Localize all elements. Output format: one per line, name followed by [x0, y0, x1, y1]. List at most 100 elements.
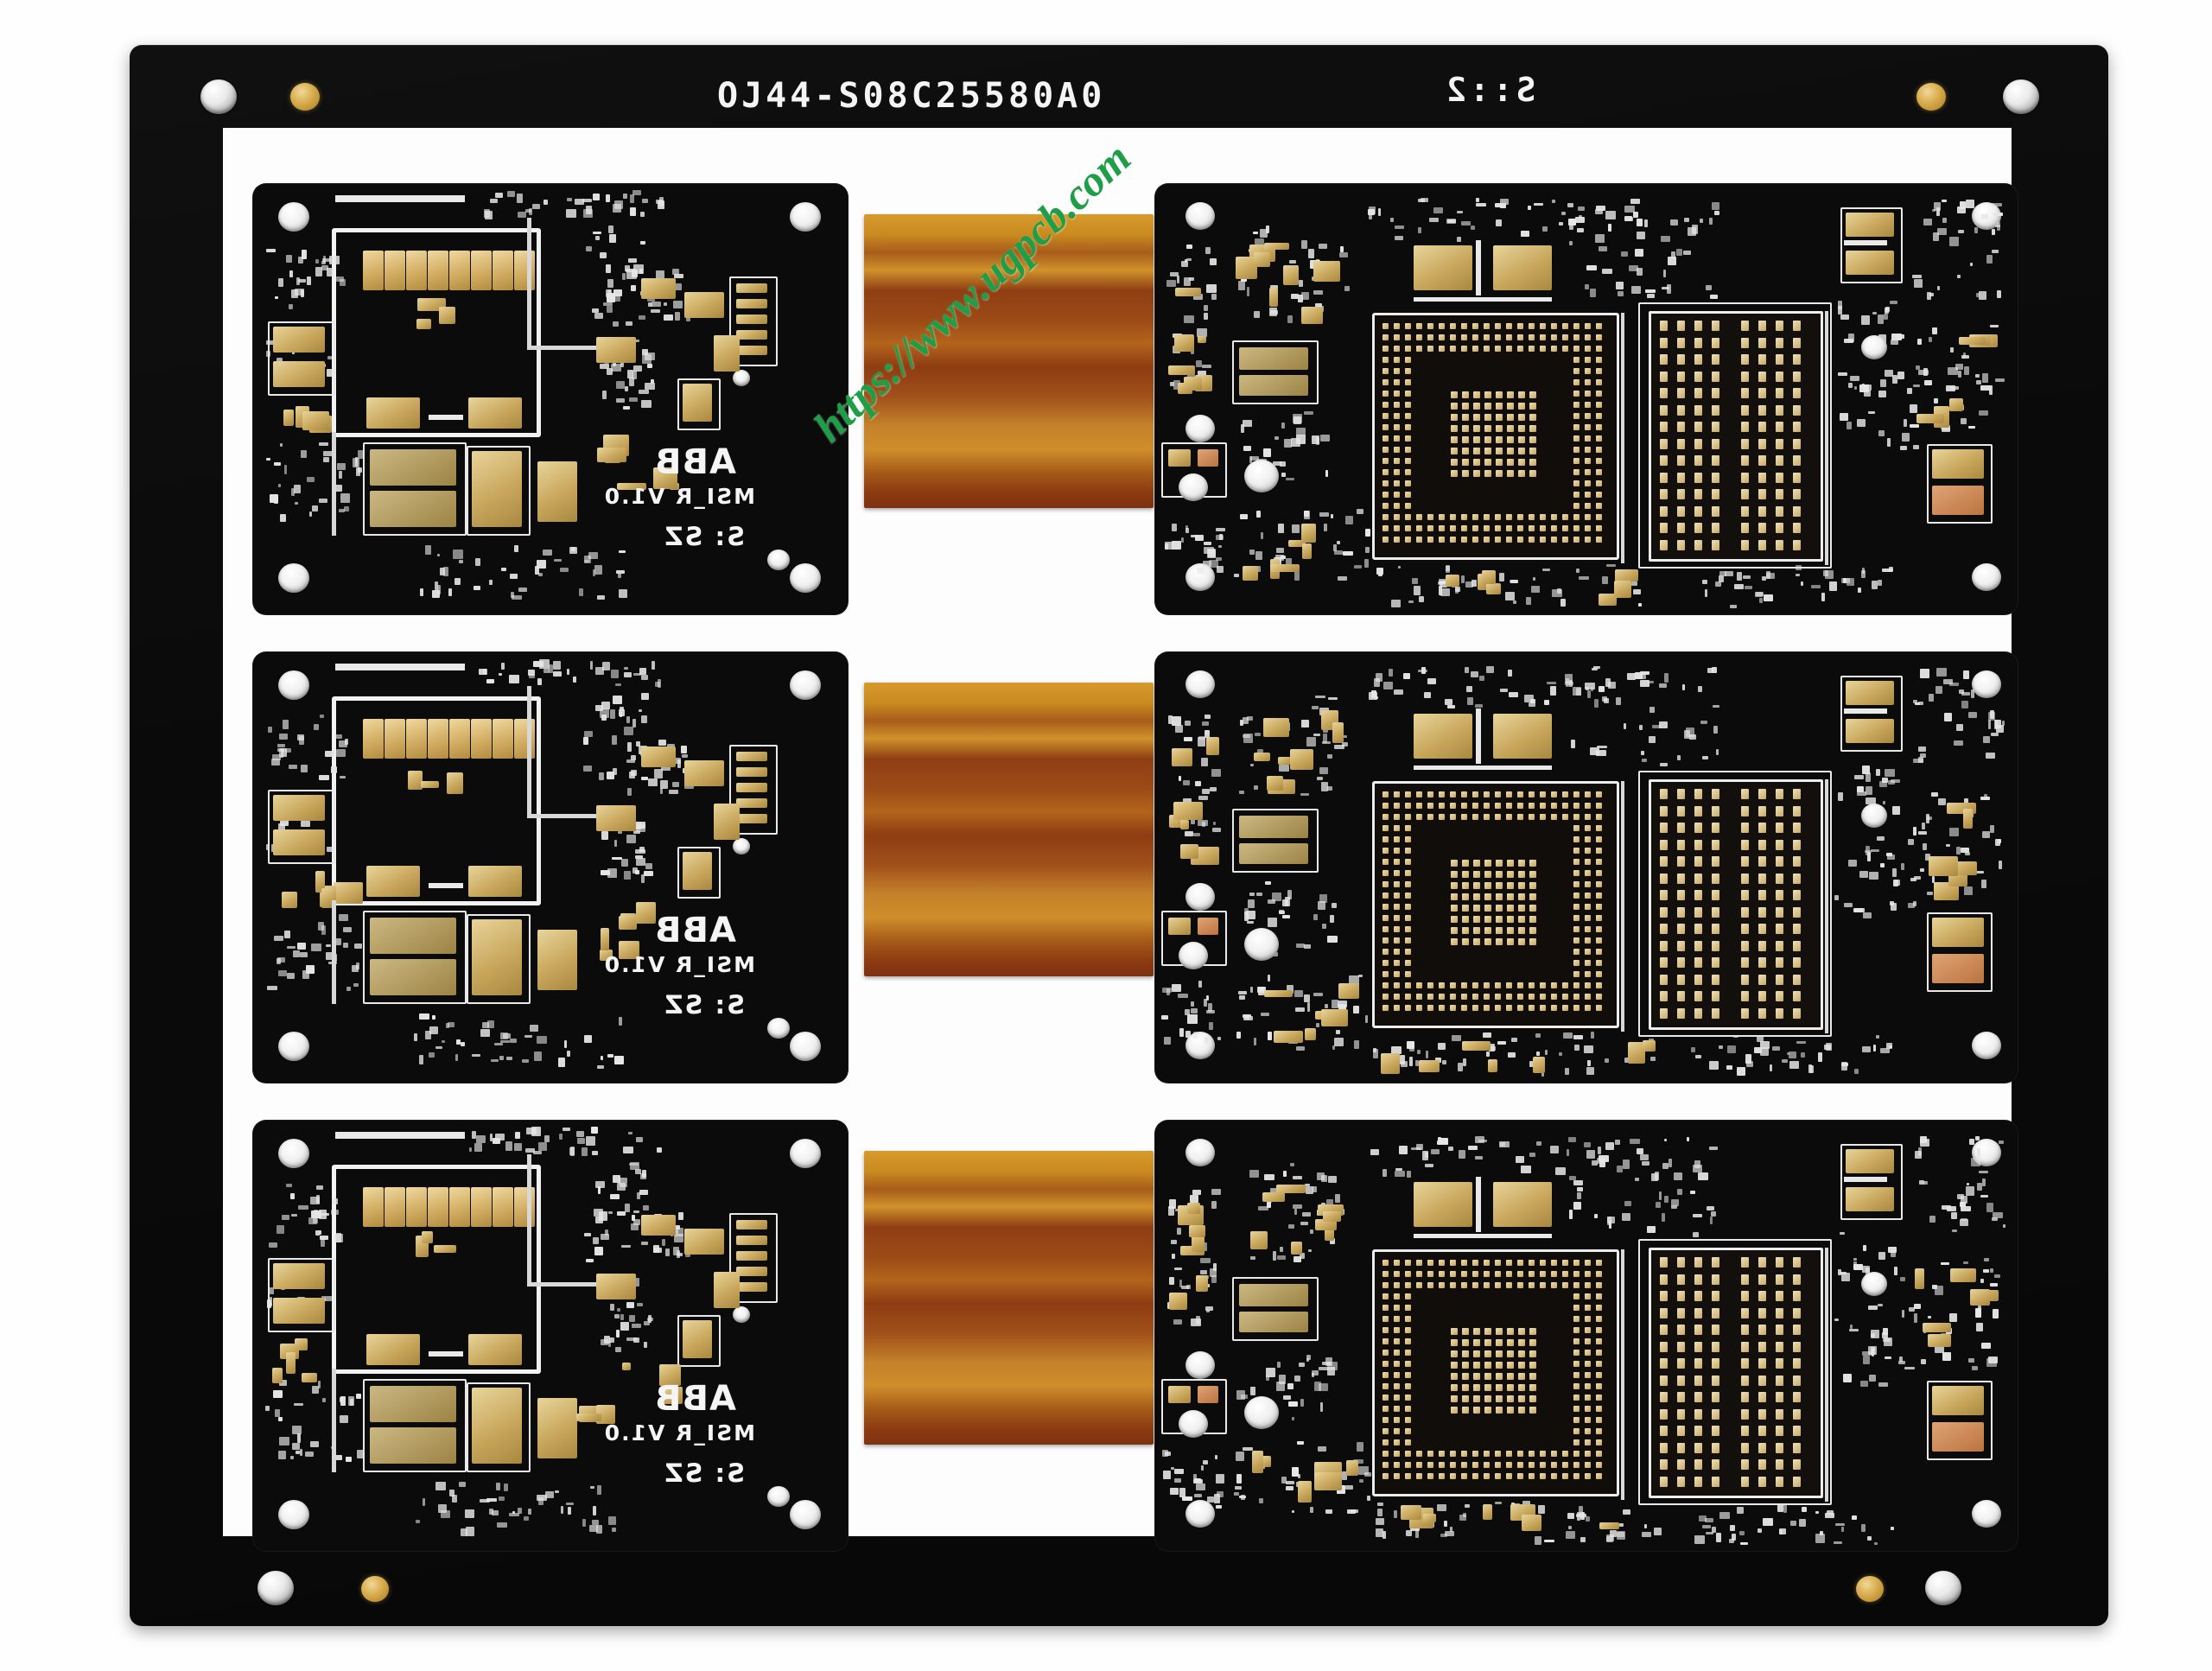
component-pad [1276, 1184, 1306, 1193]
bga-inner-pad [1473, 459, 1480, 466]
memory-pad [1660, 505, 1668, 517]
bga-ball-pad [1562, 514, 1568, 520]
memory-outline [1638, 302, 1832, 569]
bga-ball-pad [1382, 357, 1389, 363]
bga-ball-pad [1394, 469, 1400, 475]
memory-pad [1712, 906, 1719, 918]
memory-outline [1638, 771, 1832, 1037]
ic-outline [1232, 340, 1319, 404]
bga-ball-pad [1382, 893, 1389, 899]
bga-ball-pad [1439, 994, 1445, 1000]
memory-pad [1712, 789, 1719, 799]
pad-field-far-right [1915, 1267, 2005, 1370]
component-pad [1933, 882, 1959, 901]
component-pad [446, 772, 463, 794]
bga-inner-pad [1507, 459, 1514, 466]
bga-ball-pad [1394, 814, 1400, 820]
bga-inner-pad [1462, 871, 1469, 878]
bga-ball-pad [1495, 537, 1501, 543]
pad-field-passives [1234, 700, 1346, 795]
silkscreen-cluster-far-right [1911, 1135, 2006, 1239]
memory-pad [1712, 940, 1719, 951]
bga-ball-pad [1573, 1293, 1580, 1299]
memory-pad [1741, 974, 1749, 985]
bga-ball-pad [1450, 537, 1456, 543]
bga-ball-pad [1596, 1406, 1602, 1412]
bga-ball-pad [1394, 435, 1400, 442]
bga-ball-pad [1484, 791, 1490, 797]
bga-ball-pad [1405, 1439, 1411, 1445]
silk-bar [1414, 1234, 1552, 1238]
bga-ball-pad [1394, 1338, 1400, 1344]
bga-ball-pad [1461, 323, 1467, 329]
bga-ball-pad [1596, 492, 1602, 498]
bga-inner-pad [1473, 448, 1480, 454]
sd-contact-pad [493, 251, 513, 290]
sd-contact-pad [514, 251, 535, 290]
component-pad [1187, 1202, 1201, 1215]
sd-silk-bar [429, 1351, 463, 1356]
pad-field-right [572, 1362, 684, 1431]
bga-ball-pad [1439, 334, 1445, 340]
via-hole [767, 1018, 790, 1039]
bga-ball-pad [1585, 881, 1591, 887]
unit-r3-right [1154, 1120, 2018, 1552]
bga-ball-pad [1394, 1260, 1400, 1266]
board-edge-silk [335, 1132, 465, 1139]
component-pad [1197, 335, 1207, 344]
memory-pad [1758, 505, 1766, 517]
memory-pad [1741, 789, 1749, 799]
bga-ball-pad [1382, 525, 1389, 531]
component-pad [416, 319, 431, 330]
component-pad [1627, 1041, 1645, 1064]
bga-inner-pad [1529, 893, 1536, 900]
component-pad [596, 337, 636, 363]
memory-pad [1741, 455, 1749, 466]
bga-ball-pad [1405, 1361, 1411, 1367]
memory-pad [1776, 404, 1783, 416]
memory-pad [1660, 438, 1668, 449]
memory-pad [1741, 489, 1749, 499]
silkscreen-cluster-top [468, 190, 667, 219]
memory-pad [1741, 940, 1749, 951]
bga-inner-pad [1496, 403, 1503, 410]
bga-ball-pad [1484, 525, 1490, 531]
component-pad [1278, 757, 1291, 765]
bga-ball-pad [1405, 836, 1411, 842]
bga-ball-pad [1450, 1473, 1456, 1479]
bga-ball-pad [1439, 323, 1445, 329]
flex-ribbon-row-2 [864, 683, 1154, 976]
memory-pad [1677, 957, 1685, 968]
bga-inner-pad [1473, 927, 1480, 934]
bga-ball-pad [1573, 1282, 1580, 1288]
bga-inner-pad [1507, 916, 1514, 923]
bga-inner-pad [1496, 938, 1503, 945]
bga-ball-pad [1540, 537, 1546, 543]
bga-inner-pad [1507, 1328, 1514, 1335]
bga-ball-pad [1405, 825, 1411, 831]
component-pad [273, 1263, 325, 1289]
bga-ball-pad [1495, 514, 1501, 520]
memory-pad [1758, 957, 1766, 968]
memory-pad [1694, 974, 1702, 985]
bga-inner-pad [1473, 425, 1480, 432]
fiducial-bottom-left [361, 1576, 389, 1602]
memory-pad [1741, 856, 1749, 867]
component-pad [1932, 954, 1984, 983]
memory-pad [1741, 839, 1749, 850]
memory-pad [1712, 523, 1719, 533]
bga-ball-pad [1450, 1462, 1456, 1468]
bga-ball-pad [1439, 982, 1445, 988]
bga-inner-pad [1529, 448, 1536, 454]
silkscreen-cluster-left [266, 714, 349, 783]
memory-pad [1677, 354, 1685, 365]
silkscreen-cluster-bottom [413, 1013, 629, 1070]
mounting-hole [1185, 1351, 1215, 1379]
component-pad [1323, 1210, 1341, 1223]
memory-pad [1712, 539, 1719, 550]
bga-ball-pad [1573, 949, 1580, 955]
silkscreen-cluster-r1 [582, 693, 650, 797]
bga-ball-pad [1461, 1271, 1467, 1277]
bga-ball-pad [1596, 994, 1602, 1000]
bga-ball-pad [1517, 1473, 1523, 1479]
